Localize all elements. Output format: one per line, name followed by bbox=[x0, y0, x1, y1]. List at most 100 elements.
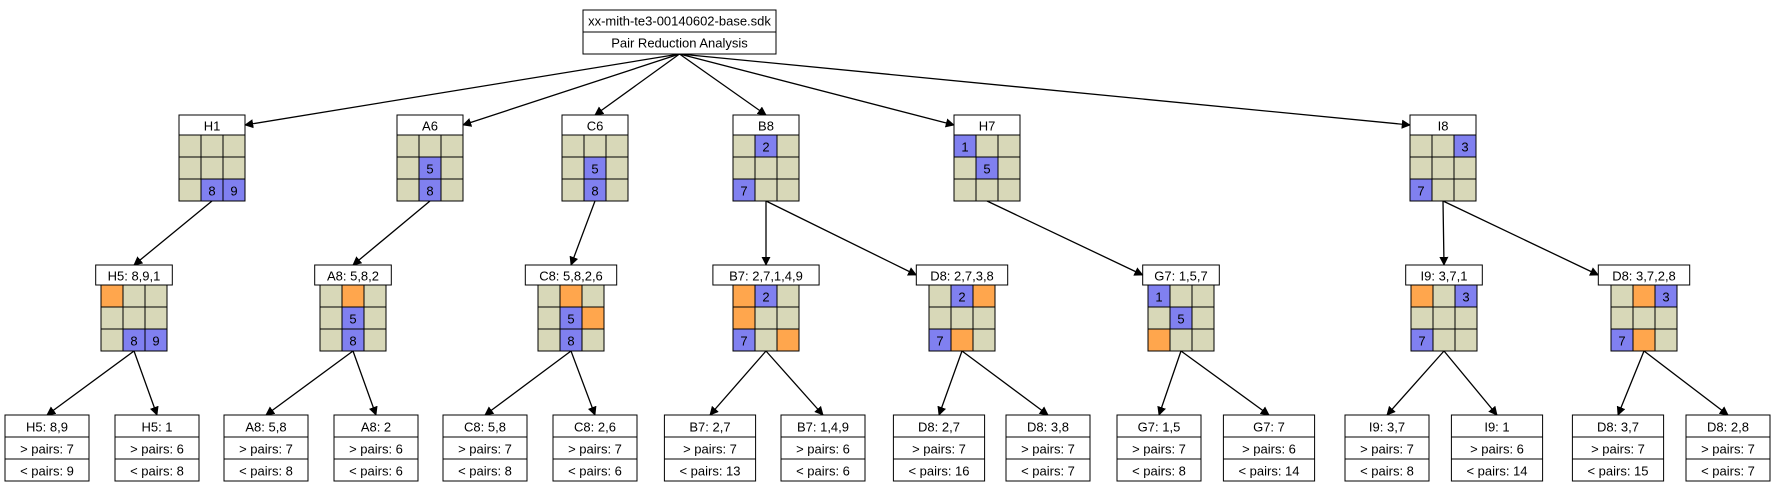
grid-cell bbox=[363, 306, 387, 330]
level1-node-title: H1 bbox=[204, 119, 221, 134]
grid-cell-value: 5 bbox=[349, 312, 356, 327]
edge-arrow bbox=[133, 200, 213, 266]
edge-arrow bbox=[244, 53, 680, 129]
grid-cell bbox=[561, 156, 585, 180]
grid-cell-value: 7 bbox=[740, 334, 747, 349]
edge-arrow bbox=[1180, 350, 1270, 416]
edge-arrow bbox=[569, 200, 596, 266]
leaf-title: C8: 5,8 bbox=[464, 420, 506, 435]
grid-cell-value: 5 bbox=[983, 162, 990, 177]
leaf-gt-pairs: > pairs: 7 bbox=[20, 442, 74, 457]
level2-node-title: I9: 3,7,1 bbox=[1421, 269, 1468, 284]
edge-arrow bbox=[765, 350, 824, 416]
grid-cell bbox=[319, 306, 343, 330]
grid-cell bbox=[754, 178, 778, 202]
grid-cell bbox=[754, 328, 778, 352]
level2-node-b7: B7: 2,7,1,4,9 2 7 bbox=[712, 264, 820, 352]
level2-node-title: A8: 5,8,2 bbox=[327, 269, 379, 284]
grid-cell bbox=[319, 328, 343, 352]
grid-cell bbox=[776, 306, 800, 330]
grid-cell bbox=[122, 284, 146, 308]
grid-cell-value: 8 bbox=[208, 184, 215, 199]
level2-node-title: B7: 2,7,1,4,9 bbox=[729, 269, 803, 284]
leaf-lt-pairs: < pairs: 7 bbox=[1021, 464, 1075, 479]
grid-cell bbox=[144, 328, 168, 352]
leaf-title: G7: 7 bbox=[1253, 420, 1285, 435]
leaf-gt-pairs: > pairs: 6 bbox=[130, 442, 184, 457]
grid-cell-value: 8 bbox=[426, 184, 433, 199]
level2-node-title: C8: 5,8,2,6 bbox=[539, 269, 603, 284]
leaf-node: G7: 7> pairs: 6< pairs: 14 bbox=[1222, 414, 1316, 482]
leaf-node: H5: 1> pairs: 6< pairs: 8 bbox=[114, 414, 200, 482]
leaf-node: D8: 2,8> pairs: 7< pairs: 7 bbox=[1685, 414, 1771, 482]
grid-cell bbox=[776, 328, 800, 352]
grid-cell-value: 5 bbox=[567, 312, 574, 327]
edge-arrow bbox=[1157, 350, 1182, 416]
grid-cell bbox=[222, 178, 246, 202]
grid-cell-value: 2 bbox=[762, 140, 769, 155]
leaf-lt-pairs: < pairs: 8 bbox=[130, 464, 184, 479]
edge-arrow bbox=[709, 350, 767, 416]
grid-cell-value: 3 bbox=[1462, 290, 1469, 305]
leaf-gt-pairs: > pairs: 6 bbox=[1470, 442, 1524, 457]
grid-cell bbox=[605, 178, 629, 202]
edge-arrow bbox=[986, 200, 1144, 276]
grid-cell bbox=[732, 306, 756, 330]
edge-arrow bbox=[679, 53, 1411, 129]
leaf-node: A8: 5,8> pairs: 7< pairs: 8 bbox=[223, 414, 309, 482]
leaf-lt-pairs: < pairs: 15 bbox=[1587, 464, 1648, 479]
grid-cell bbox=[122, 306, 146, 330]
grid-cell bbox=[1632, 306, 1656, 330]
edge-arrow bbox=[352, 350, 378, 416]
leaf-node: B7: 2,7> pairs: 7< pairs: 13 bbox=[663, 414, 757, 482]
grid-cell bbox=[1191, 284, 1215, 308]
grid-cell-value: 2 bbox=[762, 290, 769, 305]
grid-cell bbox=[732, 134, 756, 158]
leaf-gt-pairs: > pairs: 7 bbox=[912, 442, 966, 457]
grid-cell bbox=[561, 134, 585, 158]
grid-cell bbox=[1432, 284, 1456, 308]
grid-cell bbox=[1409, 156, 1433, 180]
leaf-lt-pairs: < pairs: 8 bbox=[458, 464, 512, 479]
leaf-gt-pairs: > pairs: 7 bbox=[458, 442, 512, 457]
grid-cell bbox=[440, 156, 464, 180]
level2-node-title: G7: 1,5,7 bbox=[1154, 269, 1207, 284]
grid-cell bbox=[396, 134, 420, 158]
grid-cell bbox=[1454, 306, 1478, 330]
root-title: xx-mith-te3-00140602-base.sdk bbox=[588, 14, 771, 29]
grid-cell bbox=[100, 306, 124, 330]
leaf-node: G7: 1,5> pairs: 7< pairs: 8 bbox=[1116, 414, 1202, 482]
leaf-gt-pairs: > pairs: 6 bbox=[796, 442, 850, 457]
grid-cell bbox=[1431, 134, 1455, 158]
grid-cell bbox=[341, 284, 365, 308]
grid-cell-value: 8 bbox=[130, 334, 137, 349]
leaf-title: D8: 3,7 bbox=[1597, 420, 1639, 435]
leaf-node: C8: 2,6> pairs: 7< pairs: 6 bbox=[552, 414, 638, 482]
leaf-title: D8: 3,8 bbox=[1027, 420, 1069, 435]
grid-cell bbox=[732, 156, 756, 180]
edge-arrow bbox=[1616, 350, 1645, 416]
edge-arrow bbox=[352, 200, 431, 266]
grid-cell bbox=[1409, 134, 1433, 158]
leaf-lt-pairs: < pairs: 8 bbox=[1360, 464, 1414, 479]
grid-cell bbox=[754, 156, 778, 180]
leaf-lt-pairs: < pairs: 6 bbox=[568, 464, 622, 479]
grid-cell bbox=[972, 328, 996, 352]
leaf-node: D8: 2,7> pairs: 7< pairs: 16 bbox=[892, 414, 986, 482]
grid-cell bbox=[178, 156, 202, 180]
leaf-gt-pairs: > pairs: 7 bbox=[1132, 442, 1186, 457]
grid-cell-value: 3 bbox=[1461, 140, 1468, 155]
leaf-gt-pairs: > pairs: 6 bbox=[349, 442, 403, 457]
grid-cell bbox=[561, 178, 585, 202]
leaf-node: A8: 2> pairs: 6< pairs: 6 bbox=[333, 414, 419, 482]
grid-cell bbox=[997, 134, 1021, 158]
grid-cell-value: 8 bbox=[591, 184, 598, 199]
grid-cell bbox=[559, 284, 583, 308]
grid-cell bbox=[1654, 306, 1678, 330]
grid-cell bbox=[222, 156, 246, 180]
leaf-gt-pairs: > pairs: 6 bbox=[1242, 442, 1296, 457]
grid-cell bbox=[319, 284, 343, 308]
